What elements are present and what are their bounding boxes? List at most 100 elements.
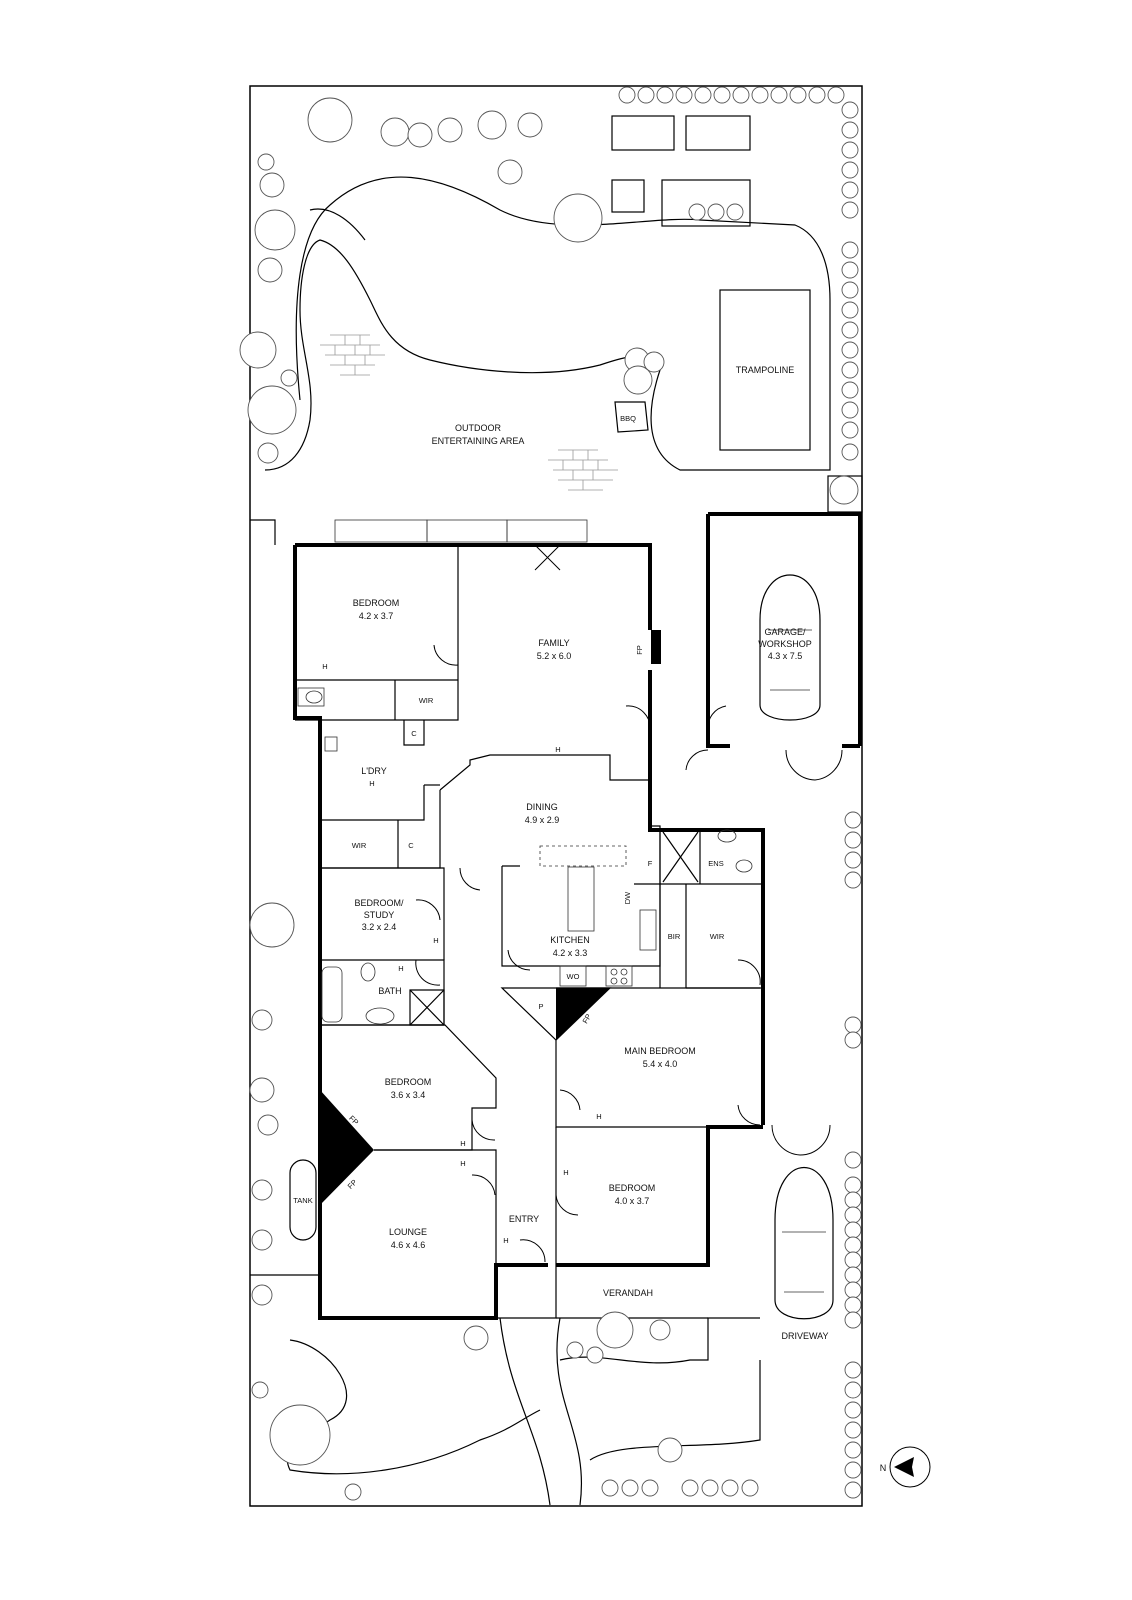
dining-label: DINING — [526, 802, 558, 812]
tree-icon — [844, 1441, 862, 1459]
tree-icon — [344, 1483, 362, 1501]
tree-icon — [566, 1341, 584, 1359]
tree-icon — [844, 871, 862, 889]
tree-icon — [827, 86, 845, 104]
tree-icon — [751, 86, 769, 104]
trees — [239, 86, 862, 1501]
tree-icon — [841, 241, 859, 259]
main-bedroom-label: MAIN BEDROOM — [624, 1046, 696, 1056]
tree-icon — [251, 1009, 273, 1031]
heater-marker-8: H — [460, 1159, 465, 1168]
study-dims: 3.2 x 2.4 — [362, 922, 397, 932]
tree-icon — [841, 421, 859, 439]
tree-icon — [713, 86, 731, 104]
tree-icon — [254, 209, 296, 251]
tree-icon — [675, 86, 693, 104]
tree-icon — [844, 1266, 862, 1284]
fridge-marker: F — [648, 859, 653, 868]
wir-nw-label: WIR — [419, 696, 434, 705]
tree-icon — [463, 1325, 489, 1351]
tree-icon — [844, 1361, 862, 1379]
tree-icon — [707, 203, 725, 221]
fireplace-family — [651, 630, 661, 664]
trampoline-label: TRAMPOLINE — [736, 365, 795, 375]
heater-marker-9: H — [563, 1168, 568, 1177]
wir-w-label: WIR — [352, 841, 367, 850]
tree-icon — [844, 1236, 862, 1254]
tree-icon — [247, 385, 297, 435]
tree-icon — [586, 1346, 604, 1364]
tree-icon — [844, 1151, 862, 1169]
tree-icon — [269, 1404, 331, 1466]
tree-icon — [844, 1031, 862, 1049]
tree-icon — [844, 831, 862, 849]
tree-icon — [380, 117, 410, 147]
tree-icon — [701, 1479, 719, 1497]
tree-icon — [844, 1381, 862, 1399]
tree-icon — [637, 86, 655, 104]
tree-icon — [844, 851, 862, 869]
tree-icon — [721, 1479, 739, 1497]
tree-icon — [259, 172, 285, 198]
bir-label: BIR — [668, 932, 681, 941]
bbq — [614, 401, 649, 433]
tree-icon — [841, 281, 859, 299]
heater-marker-10: H — [503, 1236, 508, 1245]
tree-icon — [732, 86, 750, 104]
ens-label: ENS — [708, 859, 723, 868]
tree-icon — [844, 1311, 862, 1329]
tree-icon — [688, 203, 706, 221]
tree-icon — [649, 1319, 671, 1341]
tree-icon — [844, 1461, 862, 1479]
tree-icon — [841, 261, 859, 279]
tree-icon — [844, 811, 862, 829]
back-garden: TRAMPOLINE BBQ OUTDOOR ENTERTAINING AREA — [250, 115, 863, 545]
bedroom-w-dims: 3.6 x 3.4 — [391, 1090, 426, 1100]
tree-icon — [641, 1479, 659, 1497]
garage-dims: 4.3 x 7.5 — [768, 651, 803, 661]
tree-icon — [681, 1479, 699, 1497]
tank-label: TANK — [293, 1196, 312, 1205]
tree-icon — [437, 117, 463, 143]
tree-icon — [657, 1437, 683, 1463]
bedroom-e-label: BEDROOM — [609, 1183, 656, 1193]
brick-paving-1 — [320, 334, 385, 376]
tree-icon — [601, 1479, 619, 1497]
tree-icon — [841, 161, 859, 179]
family-dims: 5.2 x 6.0 — [537, 651, 572, 661]
tree-icon — [618, 86, 636, 104]
tree-icon — [841, 381, 859, 399]
tree-icon — [477, 110, 507, 140]
tree-icon — [239, 331, 277, 369]
fp-marker-family: FP — [635, 645, 644, 655]
tree-icon — [621, 1479, 639, 1497]
tree-icon — [257, 442, 279, 464]
tree-icon — [407, 122, 433, 148]
tree-icon — [726, 203, 744, 221]
bedroom-w-label: BEDROOM — [385, 1077, 432, 1087]
entry-label: ENTRY — [509, 1214, 539, 1224]
tree-icon — [844, 1281, 862, 1299]
fixtures — [297, 687, 753, 1025]
heater-marker-1: H — [322, 662, 327, 671]
tree-icon — [596, 1311, 634, 1349]
dining-dims: 4.9 x 2.9 — [525, 815, 560, 825]
tree-icon — [307, 97, 353, 143]
bath-label: BATH — [378, 986, 401, 996]
tree-icon — [656, 86, 674, 104]
tree-icon — [251, 1381, 269, 1399]
heater-marker-5: H — [398, 964, 403, 973]
doors — [415, 544, 843, 1263]
tree-icon — [808, 86, 826, 104]
dw-marker: DW — [623, 891, 632, 904]
property-boundary — [249, 85, 863, 1507]
tree-icon — [249, 902, 295, 948]
tree-icon — [844, 1251, 862, 1269]
tree-icon — [643, 351, 665, 373]
heater-marker-2: H — [555, 745, 560, 754]
garage-label: GARAGE/ — [764, 627, 806, 637]
brick-paving-2 — [548, 449, 618, 491]
bbq-label: BBQ — [620, 414, 636, 423]
pantry-label: P — [538, 1002, 543, 1011]
